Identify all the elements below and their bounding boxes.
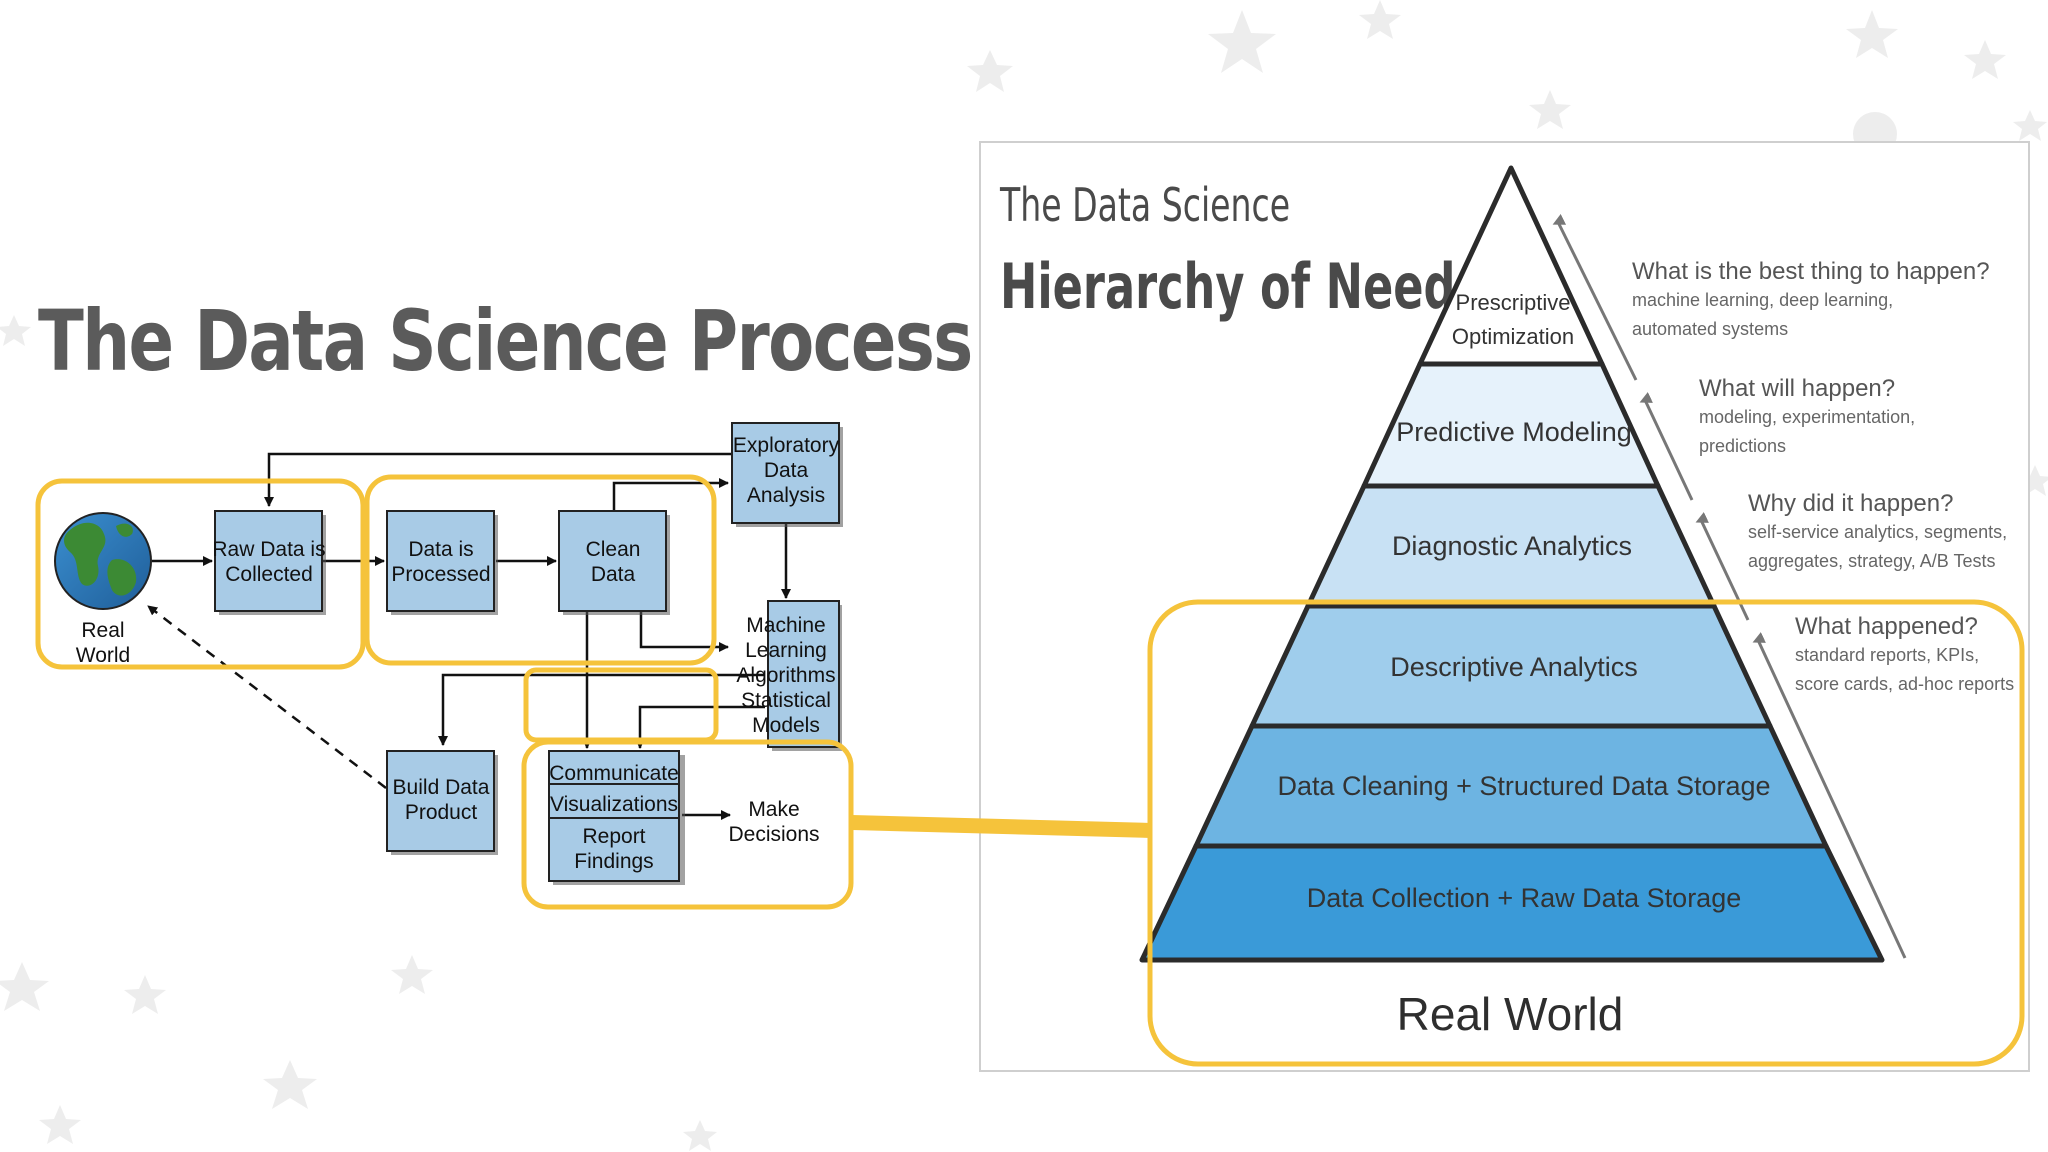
question-prescriptive-heading: What is the best thing to happen? [1632,258,1990,285]
processed-label-2: Processed [391,563,490,586]
clean-data-box [558,510,667,612]
star-icon [39,1105,81,1144]
report-label-1: Report [582,825,645,848]
hierarchy-title-line1: The Data Science [1000,178,1291,232]
hierarchy-title-line2: Hierarchy of Needs [1000,250,1483,323]
question-predictive: What will happen? modeling, experimentat… [1699,375,1915,461]
star-icon [263,1060,317,1109]
question-diagnostic-detail-2: aggregates, strategy, A/B Tests [1748,551,1996,571]
question-descriptive: What happened? standard reports, KPIs, s… [1795,613,2014,699]
globe-icon [54,512,152,610]
star-icon [0,962,49,1011]
highlight-collect [35,478,366,670]
eda-label-2: Data [764,459,809,482]
question-prescriptive: What is the best thing to happen? machin… [1632,258,1990,344]
star-icon [1529,90,1571,129]
ml-box [767,600,840,748]
level-descriptive-label: Descriptive Analytics [1390,652,1638,682]
raw-data-box [214,510,323,612]
star-icon [2018,465,2048,496]
star-icon [1964,40,2006,79]
clean-label-2: Data [591,563,636,586]
level-collection [1139,843,1885,963]
level-diagnostic-label: Diagnostic Analytics [1392,531,1632,561]
level-cleaning-label: Data Cleaning + Structured Data Storage [1277,771,1770,801]
ml-label-3: Algorithms [736,664,835,687]
ml-label-1: Machine [746,614,825,637]
question-diagnostic-detail-1: self-service analytics, segments, [1748,522,2008,542]
ml-label-4: Statistical [741,689,831,712]
level-predictive-label: Predictive Modeling [1396,417,1632,447]
processed-label-1: Data is [408,538,473,561]
star-icon [1208,10,1276,73]
highlight-process [364,474,717,666]
build-product-box [386,750,495,852]
communicate-label: Communicate [549,762,679,785]
raw-data-label-2: Collected [225,563,313,586]
visualizations-label: Visualizations [550,793,678,816]
communicate-box [548,750,680,882]
data-processed-box [386,510,495,612]
star-icon [683,1120,717,1151]
clean-label-1: Clean [586,538,641,561]
question-prescriptive-detail-2: automated systems [1632,319,1789,339]
level-prescriptive-label-1: Prescriptive [1456,290,1571,315]
raw-data-label-1: Raw Data is [212,538,325,561]
star-icon [1359,0,1401,39]
question-predictive-detail-2: predictions [1699,436,1787,456]
question-descriptive-heading: What happened? [1795,613,1978,640]
star-icon [1846,10,1898,58]
decisions-label-2: Decisions [728,823,819,846]
star-icon [391,955,433,994]
level-prescriptive-label-2: Optimization [1452,324,1574,349]
question-prescriptive-detail-1: machine learning, deep learning, [1632,290,1894,310]
star-icon [967,50,1013,92]
star-icon [0,315,31,346]
highlight-connector [852,815,1152,838]
star-icon [2013,110,2047,141]
eda-label-1: Exploratory [733,434,840,457]
build-label-1: Build Data [393,776,490,799]
eda-box [731,422,840,524]
highlight-communicate [521,739,854,910]
question-diagnostic-heading: Why did it happen? [1748,490,1954,517]
ml-label-2: Learning [745,639,827,662]
decisions-label-1: Make [748,798,799,821]
eda-label-3: Analysis [747,484,825,507]
real-world-label-1: Real [81,619,124,642]
question-predictive-heading: What will happen? [1699,375,1896,402]
ml-label-5: Models [752,714,820,737]
question-descriptive-detail-2: score cards, ad-hoc reports [1795,674,2015,694]
highlight-foundation [1147,599,2025,1067]
build-label-2: Product [405,801,478,824]
question-descriptive-detail-1: standard reports, KPIs, [1795,645,1980,665]
question-diagnostic: Why did it happen? self-service analytic… [1748,490,2007,576]
question-predictive-detail-1: modeling, experimentation, [1699,407,1916,427]
star-icon [124,975,166,1014]
level-collection-label: Data Collection + Raw Data Storage [1307,883,1741,913]
process-title: The Data Science Process [38,292,973,390]
data-science-process-diagram: Real World Raw Data is Collected Data is… [35,422,854,910]
report-label-2: Findings [574,850,653,873]
real-world-label-2: World [76,644,130,667]
real-world-base-label: Real World [1397,988,1624,1040]
